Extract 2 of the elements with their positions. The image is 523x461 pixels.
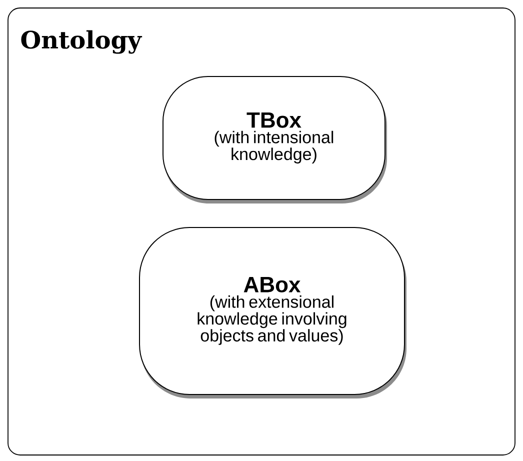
rounded-box: TBox (with intensional knowledge) [162, 76, 387, 204]
rounded-box: ABox (with extensional knowledge involving objects and values) [139, 227, 406, 398]
